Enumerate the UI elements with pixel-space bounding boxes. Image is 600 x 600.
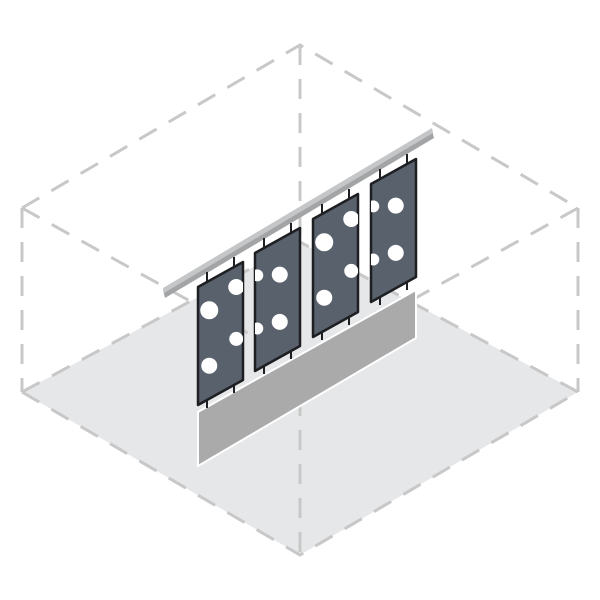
panel-dot (255, 322, 264, 335)
panel-dot (271, 266, 288, 283)
panel-dot (271, 313, 288, 330)
panel-dot (371, 200, 380, 213)
panel-dot-pattern (371, 197, 404, 266)
curtain-panel (369, 157, 418, 304)
panel-dot (344, 263, 358, 278)
curtain-rail (163, 128, 434, 298)
panel-dot (387, 244, 404, 261)
curtain-panels (196, 154, 418, 408)
panel-dot (387, 197, 404, 214)
wireframe-floor-left (21, 240, 301, 394)
rail-top-face (163, 128, 433, 293)
panel-dot (315, 233, 334, 252)
panel-dot (316, 289, 333, 306)
wireframe-floor-edge (21, 390, 579, 557)
panel-dot (200, 301, 219, 320)
panel-dot-pattern (315, 210, 358, 306)
panel-dot-pattern (255, 266, 288, 335)
curtain-panel (253, 226, 302, 373)
wireframe-back-right (299, 206, 579, 364)
floor-shadow-strip (197, 288, 417, 468)
panel-dot-pattern (200, 278, 243, 374)
panel-dot (255, 269, 264, 282)
panel-dot (343, 210, 358, 227)
panel-dot (201, 357, 218, 374)
wireframe-floor-right (299, 240, 579, 394)
wireframe-back-left (21, 206, 301, 364)
panel-dot (228, 278, 243, 295)
room-wireframe (20, 43, 580, 557)
panel-dot (229, 331, 243, 346)
panel-dot (371, 253, 380, 266)
